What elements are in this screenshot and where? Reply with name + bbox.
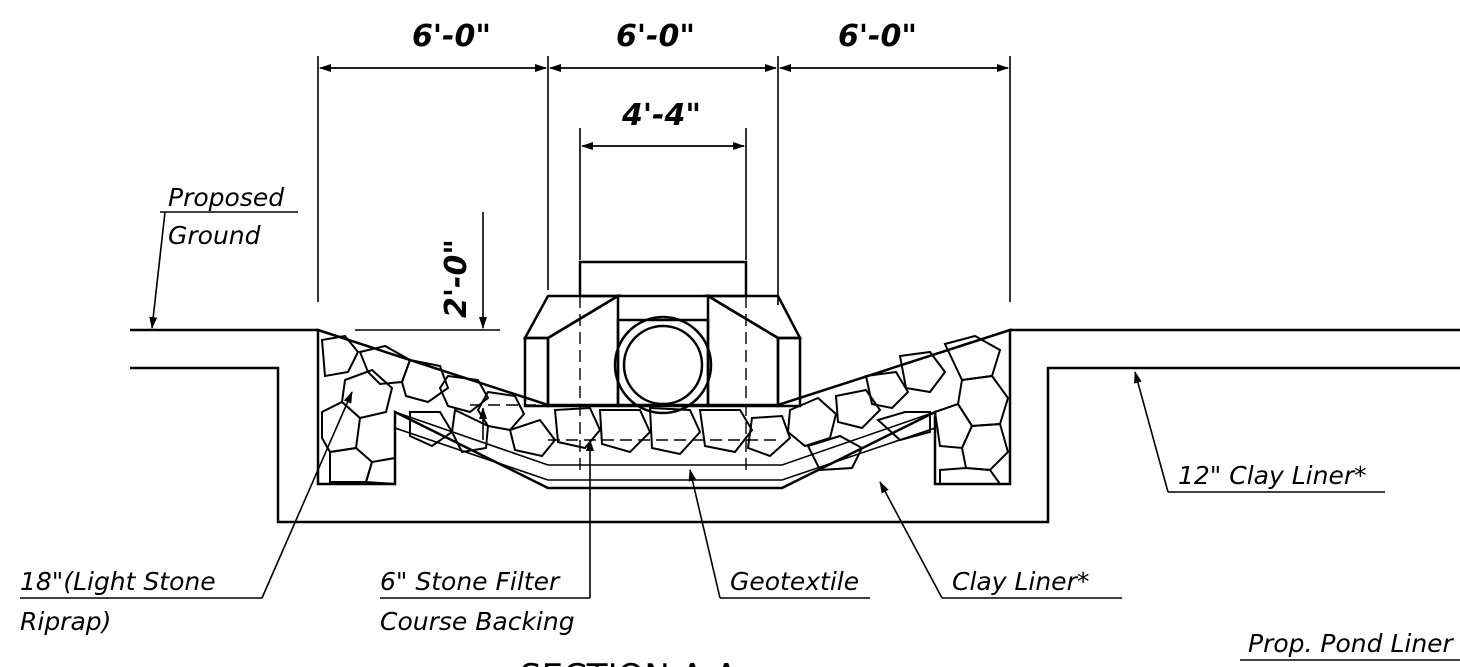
stone-filter-layer (394, 410, 936, 481)
dimension-inner-width: 4'-4" (621, 98, 701, 133)
dimension-right-width: 6'-0" (838, 19, 917, 54)
label-filter-line2: Course Backing (380, 607, 575, 636)
pipe-outer (613, 315, 713, 415)
hidden-lines (470, 296, 778, 470)
dimension-depth: 2'-0" (439, 239, 474, 318)
label-proposed-line2: Ground (168, 221, 261, 250)
label-riprap-line2: Riprap) (20, 607, 111, 636)
pipe-inner (622, 324, 704, 406)
clay-liner-outline (130, 366, 1460, 524)
extension-lines (317, 56, 1011, 331)
leader-lines (20, 211, 1460, 661)
label-pond-liner: Prop. Pond Liner (1248, 629, 1455, 658)
label-riprap-line1: 18"(Light Stone (20, 567, 216, 596)
label-proposed-line1: Proposed (168, 183, 284, 212)
headwall (522, 260, 803, 415)
label-clay-liner: Clay Liner* (952, 567, 1089, 596)
riprap-stones (320, 334, 1010, 486)
label-clay-liner-12: 12" Clay Liner* (1178, 461, 1367, 490)
section-title: SECTION A-A (520, 657, 738, 667)
label-filter-line1: 6" Stone Filter (380, 567, 561, 596)
label-geotextile: Geotextile (730, 567, 859, 596)
dimension-center-width: 6'-0" (616, 19, 695, 54)
dimension-left-width: 6'-0" (412, 19, 491, 54)
dimension-lines (319, 64, 1009, 440)
